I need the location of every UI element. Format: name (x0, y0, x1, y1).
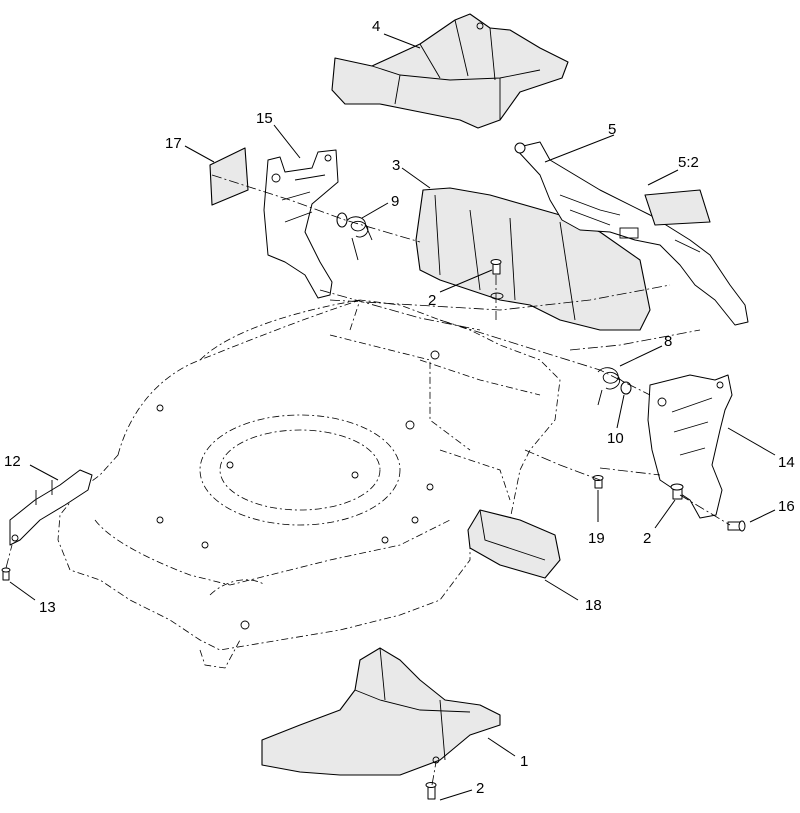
part-12-side-plate (9, 469, 93, 546)
part-2-bolt-right (670, 483, 684, 500)
part-16-bolt (727, 520, 746, 532)
assembly-centerlines (5, 174, 731, 786)
callout-12: 12 (4, 453, 21, 470)
callout-2-upper: 2 (428, 292, 436, 309)
callout-10: 10 (607, 430, 624, 447)
callout-1: 1 (520, 753, 528, 770)
part-5-handle (514, 141, 749, 326)
callout-5: 5 (608, 121, 616, 138)
callout-2-bottom: 2 (476, 780, 484, 797)
leader-lines (9, 33, 776, 801)
part-1-bottom-deflector (261, 647, 501, 776)
part-18-lower-flap (467, 509, 561, 579)
callout-15: 15 (256, 110, 273, 127)
callout-13: 13 (39, 599, 56, 616)
part-10-washer (620, 381, 632, 395)
callout-16: 16 (778, 498, 795, 515)
callout-18: 18 (585, 597, 602, 614)
callout-4: 4 (372, 18, 380, 35)
part-4-rear-shield (331, 13, 569, 129)
part-19-screw (592, 475, 604, 489)
mower-deck-housing (57, 299, 561, 669)
part-3-rear-guard (415, 187, 651, 331)
callout-3: 3 (392, 157, 400, 174)
callout-9: 9 (391, 193, 399, 210)
part-9-spring-left (336, 212, 373, 261)
callout-5-2: 5:2 (678, 154, 699, 171)
callout-2-right: 2 (643, 530, 651, 547)
callout-17: 17 (165, 135, 182, 152)
part-13-screw (1, 567, 11, 581)
part-2-bolt-upper (490, 259, 502, 275)
callout-14: 14 (778, 454, 795, 471)
callout-labels: 4 15 17 9 3 5 5:2 2 8 10 14 12 16 19 2 1… (4, 18, 795, 797)
part-15-left-bracket (263, 149, 339, 299)
part-17-decal (209, 147, 249, 206)
part-5-2-decal (644, 189, 711, 226)
callout-8: 8 (664, 333, 672, 350)
part-14-right-bracket (647, 374, 733, 519)
callout-19: 19 (588, 530, 605, 547)
part-2-bolt-bottom (425, 782, 437, 800)
